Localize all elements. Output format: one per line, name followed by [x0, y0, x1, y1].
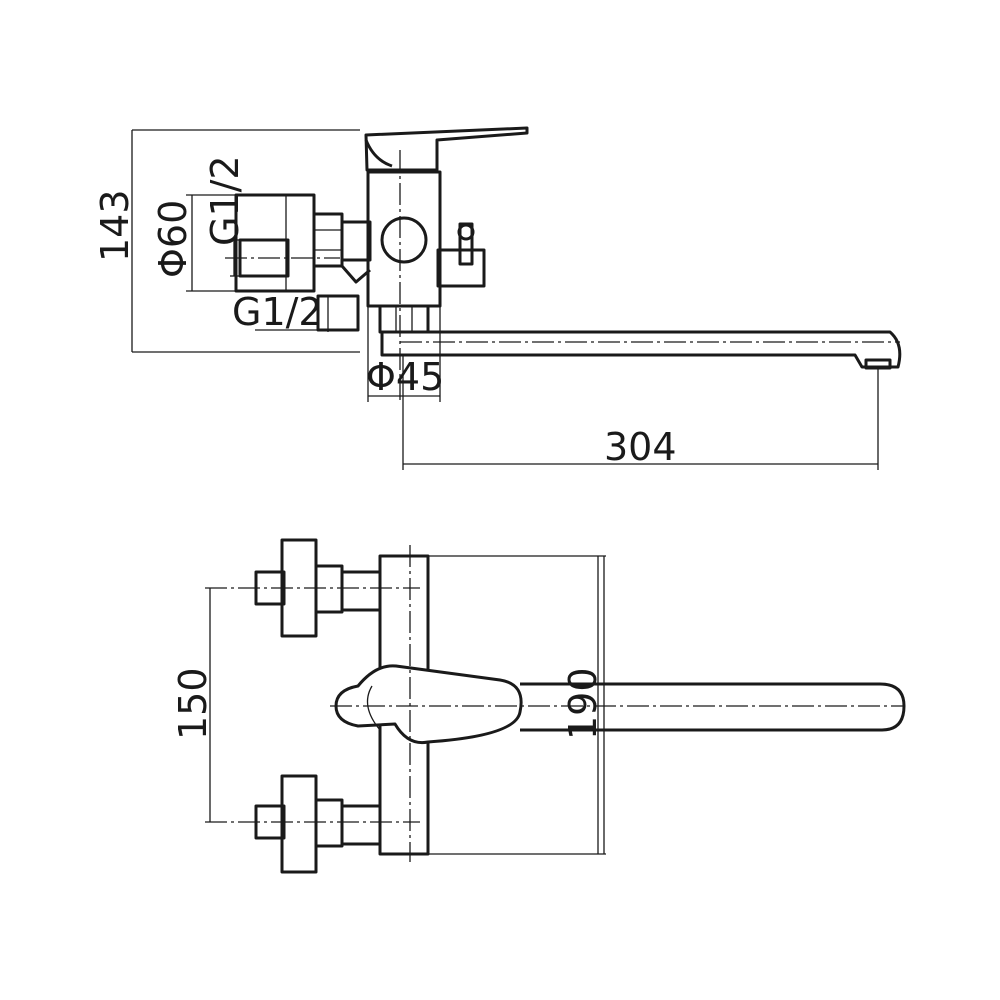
dim-thread-lower: G1/2	[232, 290, 323, 334]
top-handle-lever	[334, 664, 523, 745]
side-spout	[380, 330, 902, 369]
dim-flange-diameter: Φ60	[151, 200, 195, 278]
side-diverter-circle	[380, 216, 428, 264]
dim-height-143: 143	[93, 189, 137, 262]
side-flange-inner	[235, 194, 287, 292]
dim-spout-reach: 304	[604, 425, 677, 469]
top-lower-nut	[314, 798, 344, 848]
top-dimensions	[209, 556, 605, 854]
side-hex-nut	[312, 212, 344, 268]
side-handle-curve	[364, 139, 393, 168]
side-eccentric-arm	[342, 220, 372, 262]
side-handle-lever	[364, 126, 529, 172]
side-aerator	[864, 358, 892, 370]
top-view	[205, 538, 906, 874]
side-bottom-nut	[378, 304, 430, 334]
top-lower-flange	[280, 774, 318, 874]
top-lower-arm	[340, 804, 382, 846]
top-upper-nut	[314, 564, 344, 614]
side-dimensions	[131, 129, 879, 470]
dim-body-diameter: Φ45	[366, 355, 444, 399]
side-main-body	[366, 170, 442, 308]
side-view	[225, 126, 902, 400]
dim-body-width: 190	[561, 667, 605, 740]
dim-inlet-spacing: 150	[171, 667, 215, 740]
side-lower-nipple	[316, 294, 360, 332]
side-diverter-pin	[458, 222, 474, 266]
dim-thread-upper: G1/2	[203, 155, 247, 246]
top-upper-arm	[340, 570, 382, 612]
